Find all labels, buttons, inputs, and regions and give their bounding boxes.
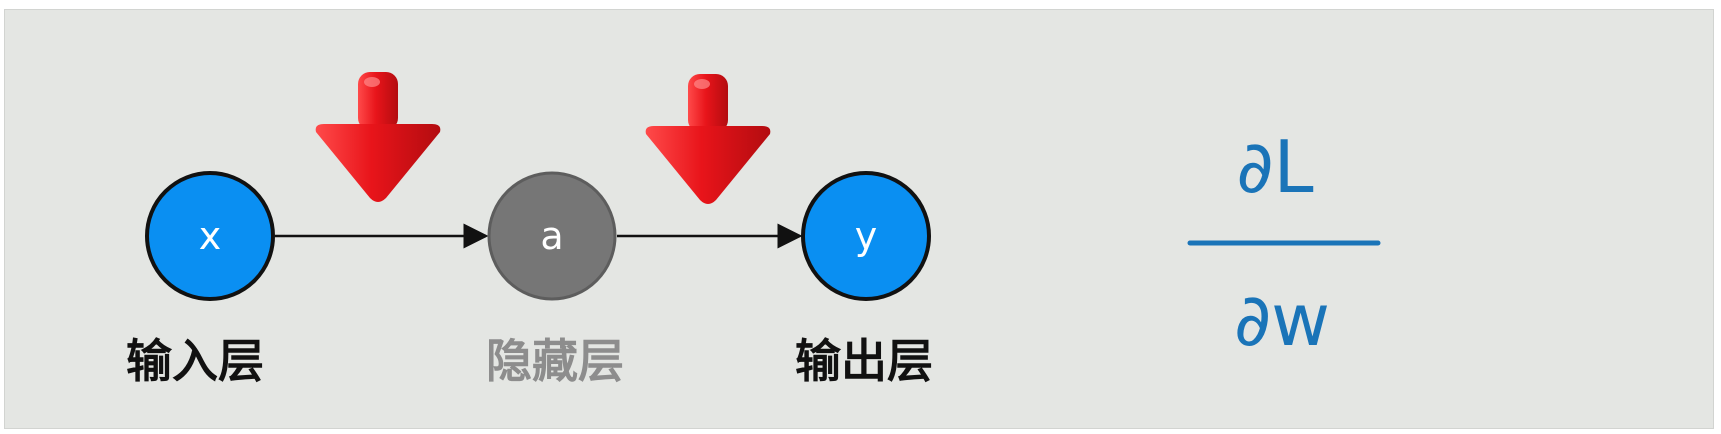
hidden-layer-label: 隐藏层 — [486, 334, 624, 388]
hidden-node-letter: a — [540, 214, 563, 258]
output-layer-label: 输出层 — [795, 334, 933, 388]
input-node-circle — [145, 171, 275, 301]
formula-denominator: ∂w — [1234, 278, 1330, 362]
formula-numerator: ∂L — [1236, 125, 1313, 209]
input-node-letter: x — [199, 214, 222, 258]
red-down-arrow-icon — [645, 74, 771, 204]
output-node-circle — [801, 171, 931, 301]
input-layer-label: 输入层 — [126, 334, 264, 388]
hidden-node: a — [487, 171, 617, 301]
partial-derivative-formula: ∂L ∂w — [1187, 125, 1381, 362]
input-node: x — [145, 171, 275, 301]
hidden-node-circle — [487, 171, 617, 301]
red-down-arrow-icon — [315, 72, 441, 202]
output-node-letter: y — [855, 214, 878, 258]
output-node: y — [801, 171, 931, 301]
